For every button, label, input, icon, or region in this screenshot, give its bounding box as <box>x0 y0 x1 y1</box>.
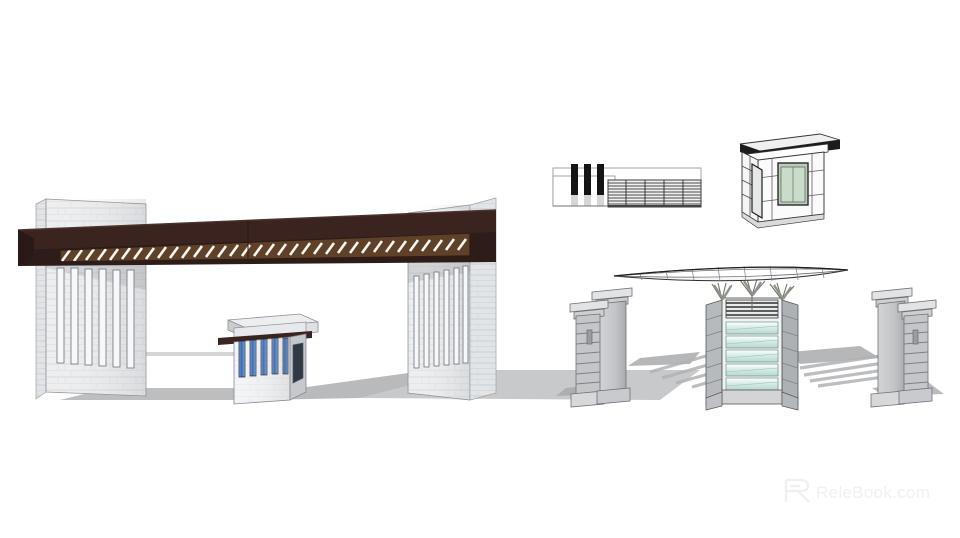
tower-glass-bands <box>725 321 779 391</box>
canopy-panel-lines <box>639 265 825 282</box>
kiosk[interactable] <box>739 133 841 229</box>
canopy-roof[interactable] <box>613 265 849 282</box>
watermark: ReleBook.com <box>784 478 930 503</box>
left-pylon-slots <box>56 267 135 369</box>
vertical-fins <box>571 164 604 206</box>
guard-booth[interactable] <box>218 313 319 405</box>
pergola[interactable] <box>17 209 497 266</box>
left-gate-pillar[interactable] <box>569 287 633 408</box>
right-gate-pillar[interactable] <box>870 287 937 408</box>
watermark-text: ReleBook.com <box>816 483 930 502</box>
right-pylon-slots <box>413 265 469 369</box>
facade-elevation[interactable] <box>552 164 702 208</box>
tree-struts <box>711 278 795 312</box>
relebook-r-logo-icon <box>784 478 810 503</box>
pergola-slats <box>59 232 471 263</box>
glass-tower[interactable] <box>705 297 799 411</box>
louver-panel <box>607 179 702 208</box>
